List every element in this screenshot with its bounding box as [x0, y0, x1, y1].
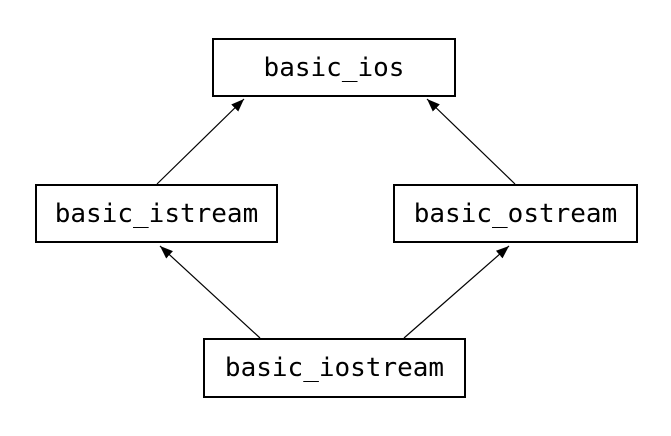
class-node-label: basic_ios	[263, 52, 405, 83]
class-node-basic_ios[interactable]: basic_ios	[212, 38, 456, 97]
class-node-label: basic_istream	[54, 198, 259, 229]
edge-basic_istream-to-basic_ios	[156, 98, 245, 185]
class-node-basic_iostream[interactable]: basic_iostream	[203, 338, 466, 398]
edge-basic_ostream-to-basic_ios	[426, 98, 516, 185]
class-node-basic_ostream[interactable]: basic_ostream	[393, 184, 638, 243]
edge-basic_iostream-to-basic_istream	[159, 245, 261, 339]
class-node-label: basic_ostream	[413, 198, 618, 229]
edge-basic_iostream-to-basic_ostream	[403, 245, 510, 339]
class-node-label: basic_iostream	[224, 353, 445, 383]
class-node-basic_istream[interactable]: basic_istream	[35, 184, 278, 243]
